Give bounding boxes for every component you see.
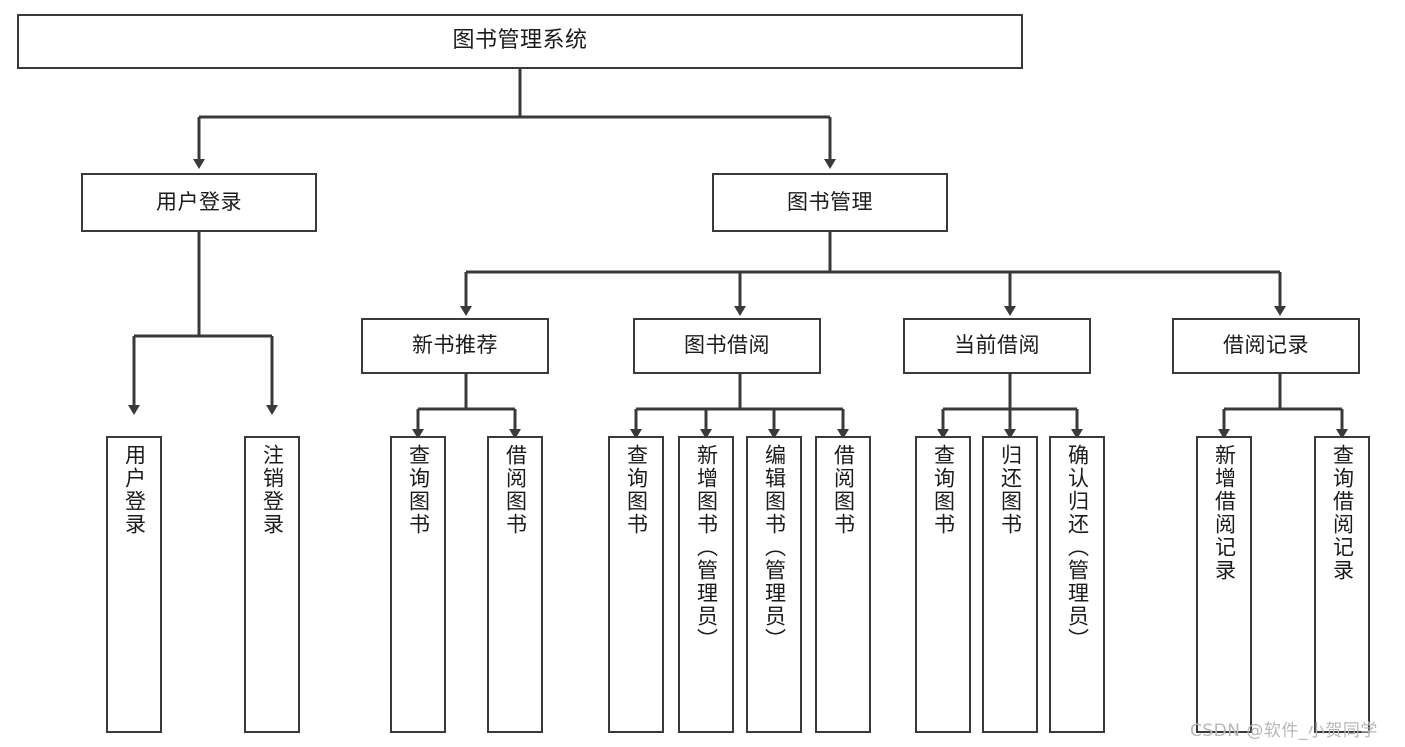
leaf-new-book-borrow[interactable]: 借阅图书 bbox=[487, 436, 543, 733]
node-label: 借阅图书 bbox=[503, 444, 528, 536]
node-label: 图书管理系统 bbox=[452, 28, 588, 54]
node-label: 借阅图书 bbox=[831, 444, 856, 536]
node-label: 用户登录 bbox=[122, 444, 147, 536]
node-new-book-recommend[interactable]: 新书推荐 bbox=[361, 318, 549, 374]
leaf-current-return-book[interactable]: 归还图书 bbox=[982, 436, 1038, 733]
node-label: 查询借阅记录 bbox=[1330, 444, 1355, 582]
leaf-new-book-query[interactable]: 查询图书 bbox=[390, 436, 446, 733]
leaf-borrow-query-book[interactable]: 查询图书 bbox=[608, 436, 664, 733]
leaf-record-add-record[interactable]: 新增借阅记录 bbox=[1196, 436, 1252, 733]
node-borrow-record[interactable]: 借阅记录 bbox=[1172, 318, 1360, 374]
node-current-borrow[interactable]: 当前借阅 bbox=[903, 318, 1091, 374]
node-label: 查询图书 bbox=[624, 444, 649, 536]
node-label: 借阅记录 bbox=[1223, 333, 1309, 358]
node-label: 新增借阅记录 bbox=[1212, 444, 1237, 582]
node-label: 新书推荐 bbox=[412, 333, 498, 358]
node-root-system[interactable]: 图书管理系统 bbox=[17, 14, 1023, 69]
csdn-watermark: CSDN @软件_小贺同学 bbox=[1190, 721, 1378, 741]
node-label: 新增图书（管理员） bbox=[694, 444, 719, 651]
node-user-login[interactable]: 用户登录 bbox=[81, 173, 317, 232]
node-label: 查询图书 bbox=[406, 444, 431, 536]
leaf-record-query-record[interactable]: 查询借阅记录 bbox=[1314, 436, 1370, 733]
node-label: 当前借阅 bbox=[954, 333, 1040, 358]
node-book-management[interactable]: 图书管理 bbox=[712, 173, 948, 232]
node-book-borrow[interactable]: 图书借阅 bbox=[633, 318, 821, 374]
leaf-user-login-logout[interactable]: 注销登录 bbox=[244, 436, 300, 733]
leaf-borrow-borrow-book[interactable]: 借阅图书 bbox=[815, 436, 871, 733]
node-label: 编辑图书（管理员） bbox=[762, 444, 787, 651]
leaf-current-confirm-return-admin[interactable]: 确认归还（管理员） bbox=[1049, 436, 1105, 733]
leaf-current-query-book[interactable]: 查询图书 bbox=[915, 436, 971, 733]
node-label: 图书借阅 bbox=[684, 333, 770, 358]
node-label: 确认归还（管理员） bbox=[1065, 444, 1090, 651]
leaf-borrow-edit-book-admin[interactable]: 编辑图书（管理员） bbox=[746, 436, 802, 733]
node-label: 注销登录 bbox=[260, 444, 285, 536]
node-label: 查询图书 bbox=[931, 444, 956, 536]
node-label: 归还图书 bbox=[998, 444, 1023, 536]
leaf-user-login-login[interactable]: 用户登录 bbox=[106, 436, 162, 733]
node-label: 图书管理 bbox=[787, 189, 873, 214]
leaf-borrow-add-book-admin[interactable]: 新增图书（管理员） bbox=[678, 436, 734, 733]
node-label: 用户登录 bbox=[156, 189, 242, 214]
